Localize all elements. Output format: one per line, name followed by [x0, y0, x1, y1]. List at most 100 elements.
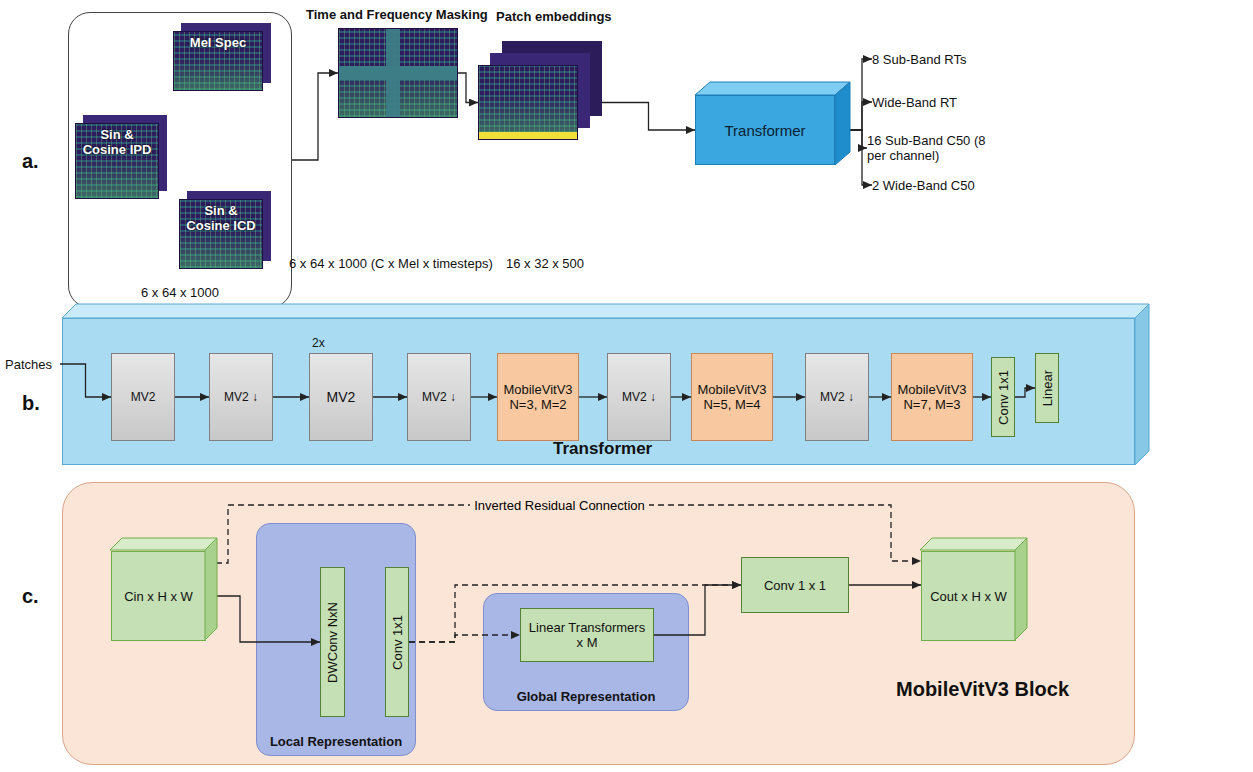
spectrogram-image: Sin & Cosine ICD [179, 199, 263, 269]
node-text: 16 Sub-Band C50 (8 per channel) [867, 133, 995, 163]
node-text: 6 x 64 x 1000 (C x Mel x timesteps) [289, 256, 493, 271]
input-group: 6 x 64 x 1000 Mel SpecSin & Cosine IPD Sin… [68, 12, 292, 308]
node-text: MV2 ↓ [422, 390, 456, 404]
box-face [110, 538, 217, 550]
node-text: MV2 [131, 390, 156, 404]
patch-stack: Patch embeddings16 x 32 x 500 [478, 65, 578, 140]
mobilevit-block: MobileVitV3 N=3, M=2 [497, 353, 579, 441]
transformer-layer: Linear Transformers x M [520, 608, 654, 662]
node-text: Time and Frequency Masking [306, 7, 488, 22]
conv-layer: Conv 1 x 1 [741, 557, 849, 613]
node-text: 2x [312, 336, 325, 350]
transformer-panel: TransformerMV2MV2 ↓2xMV2MV2 ↓MobileVitV3… [62, 318, 1135, 465]
connector [292, 73, 338, 160]
node-text: Sin & Cosine IPD [79, 127, 155, 157]
connector [206, 596, 320, 642]
node-text: MobileVitV3 N=3, M=2 [501, 382, 575, 412]
node-text: Linear [1040, 370, 1055, 406]
mv2-block: MV2 ↓ [805, 353, 869, 441]
node-text: 8 Sub-Band RTs [872, 52, 966, 67]
connector [1015, 388, 1035, 397]
mv2-block: 2xMV2 [309, 353, 373, 441]
connector [206, 505, 921, 563]
input-text: Patches [5, 352, 60, 377]
mobilevit-block: MobileVitV3 N=5, M=4 [691, 353, 773, 441]
spectrogram-image: Sin & Cosine IPD [75, 123, 159, 199]
output-text: 8 Sub-Band RTs [872, 47, 1012, 72]
mv2-block: MV2 ↓ [407, 353, 471, 441]
connector [654, 585, 741, 635]
connector [175, 396, 209, 397]
node-text: Conv 1x1 [390, 615, 405, 670]
node-text: MobileVitV3 Block [896, 678, 1069, 701]
masked-spectrogram: Time and Frequency Masking6 x 64 x 1000 … [338, 28, 458, 118]
node-text: Conv 1x1 [996, 370, 1011, 425]
node-text: MV2 ↓ [224, 390, 258, 404]
box-face [835, 82, 850, 165]
connector [409, 585, 741, 642]
box-face [205, 538, 217, 640]
connector [849, 584, 921, 585]
box-face [1135, 304, 1149, 465]
mv2-block: MV2 ↓ [607, 353, 671, 441]
node-text: Sin & Cosine ICD [183, 203, 259, 233]
box-face [62, 304, 1149, 318]
mobilevit-block: MobileVitV3 N=7, M=3 [891, 353, 973, 441]
connector [671, 396, 691, 397]
connector [869, 396, 891, 397]
conv-layer: Conv 1x1 [385, 567, 409, 717]
representation-region: Global Representation Linear Transformers… [483, 593, 689, 711]
node-text: Mel Spec [190, 35, 246, 50]
node-text: 6 x 64 x 1000 [141, 285, 219, 300]
tensor-cube: Cout x H x W [921, 551, 1016, 641]
node-text: MV2 ↓ [820, 390, 854, 404]
node-text: Transformer [724, 122, 805, 139]
node-text: Wide-Band RT [872, 95, 957, 110]
node-text: Global Representation [517, 689, 656, 704]
connector [579, 396, 607, 397]
panel-letter: c. [22, 585, 39, 608]
box-face [695, 82, 850, 95]
connector [471, 396, 497, 397]
node-text: Conv 1 x 1 [764, 578, 826, 593]
conv-layer: Conv 1x1 [991, 357, 1015, 437]
connector [458, 73, 478, 103]
output-text: Wide-Band RT [872, 90, 1012, 115]
box-face [920, 538, 1027, 550]
connector [973, 396, 991, 397]
spectrogram-image: Mel Spec [173, 31, 263, 91]
representation-region: Local Representation DWConv NxN Conv 1x1 [256, 523, 416, 756]
node-text: DWConv NxN [325, 602, 340, 683]
output-text: 16 Sub-Band C50 (8 per channel) [867, 130, 995, 166]
connector [273, 396, 309, 397]
connector [602, 103, 695, 131]
node-text: Linear Transformers x M [524, 620, 650, 650]
edge-label: Inverted Residual Connection [470, 498, 649, 513]
tensor-cube: Cin x H x W [111, 551, 206, 641]
node-text: MobileVitV3 N=5, M=4 [695, 382, 769, 412]
node-text: Patch embeddings [496, 9, 612, 24]
node-text: Local Representation [270, 734, 402, 749]
block-panel: MobileVitV3 Block Cin x H x W Local Repres… [62, 482, 1135, 765]
mv2-block: MV2 [111, 353, 175, 441]
linear-layer: Linear [1035, 353, 1059, 423]
node-text: 2 Wide-Band C50 [872, 178, 975, 193]
node-text: Transformer [553, 439, 652, 459]
transformer-box: Transformer [695, 95, 835, 165]
panel-letter: a. [22, 150, 39, 173]
connector [60, 364, 111, 397]
node-text: Patches [5, 357, 52, 372]
mv2-block: MV2 ↓ [209, 353, 273, 441]
node-text: MV2 ↓ [622, 390, 656, 404]
connector [773, 396, 805, 397]
node-text: MV2 [327, 389, 356, 405]
node-text: Cin x H x W [124, 589, 193, 604]
node-text: Cout x H x W [930, 589, 1007, 604]
panel-letter: b. [22, 392, 40, 415]
node-text: MobileVitV3 N=7, M=3 [895, 382, 969, 412]
conv-layer: DWConv NxN [320, 567, 345, 717]
output-text: 2 Wide-Band C50 [872, 173, 1012, 198]
box-face [1015, 538, 1027, 640]
